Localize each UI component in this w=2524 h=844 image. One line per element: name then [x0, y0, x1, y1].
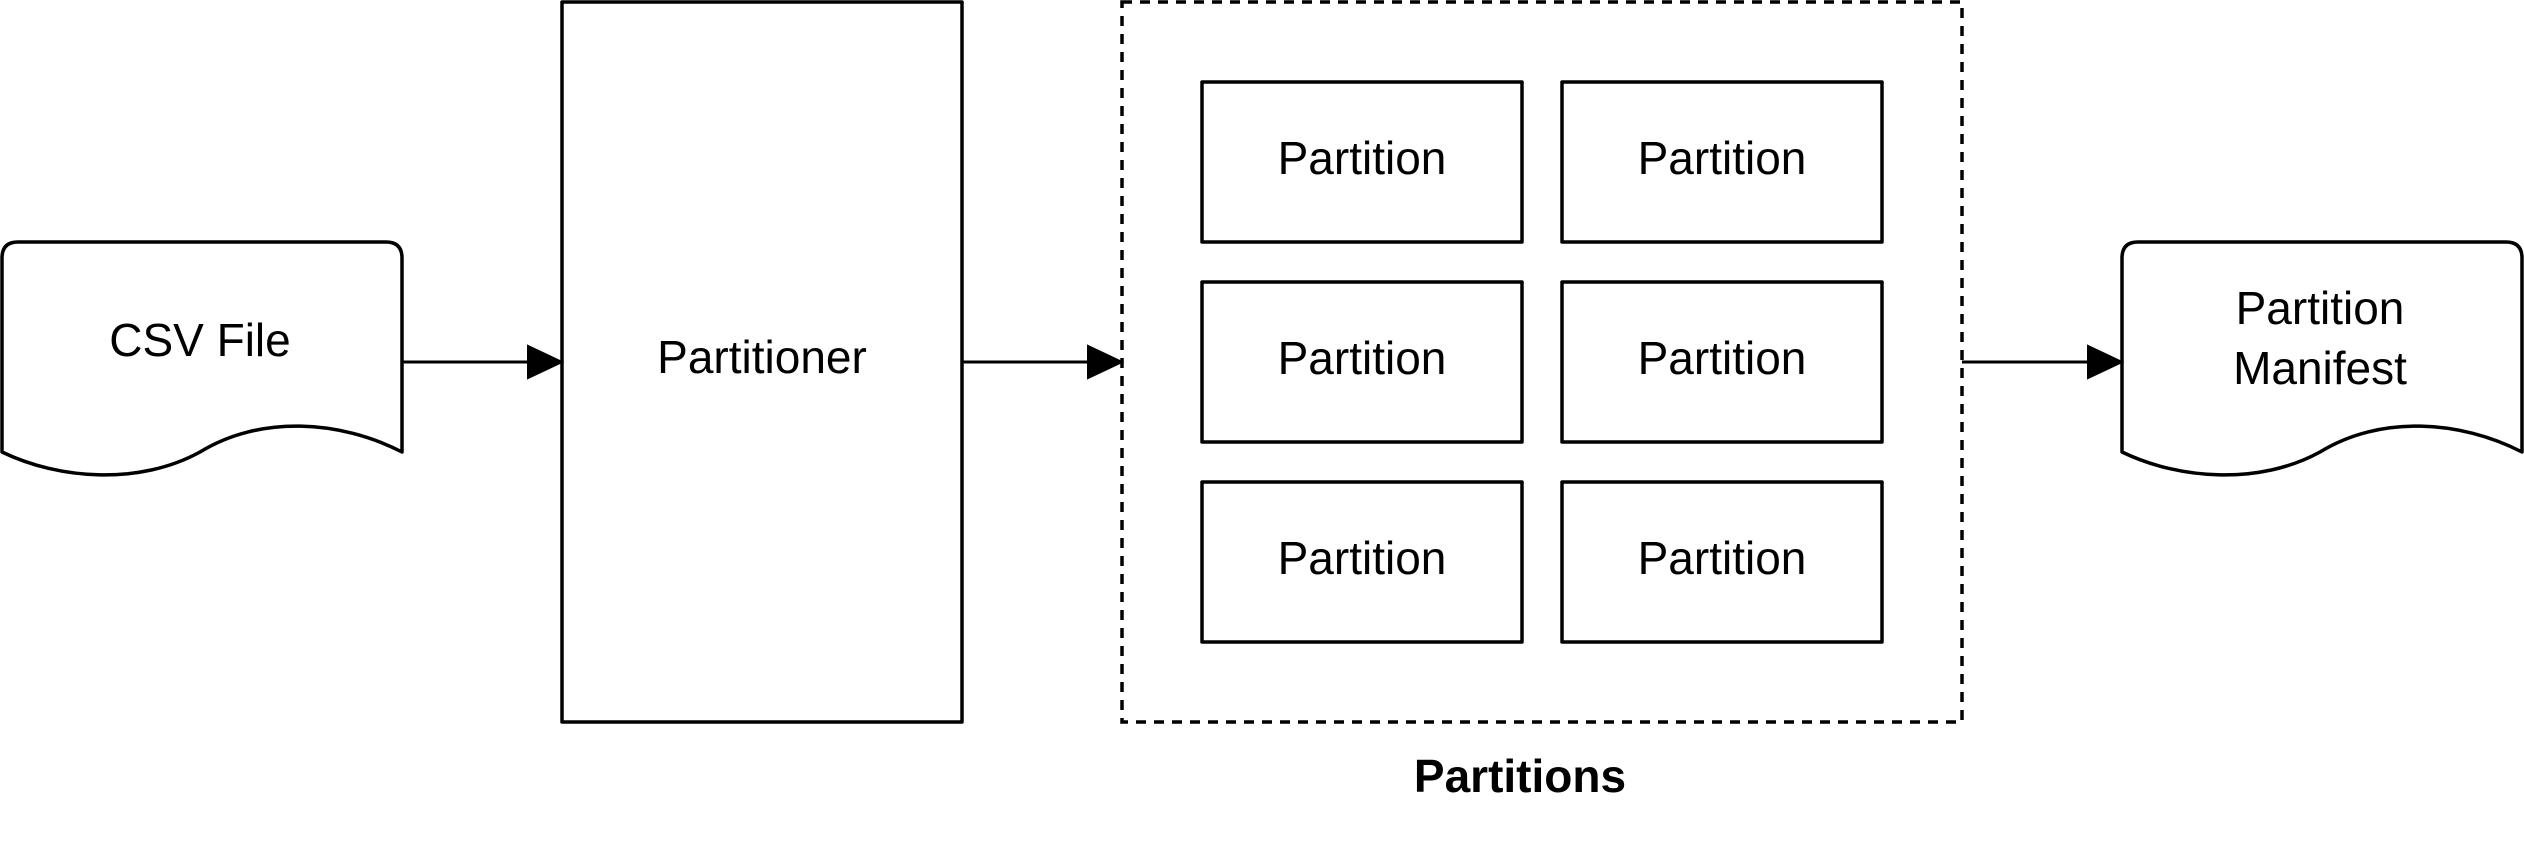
partition-manifest-node: Partition Manifest	[2120, 240, 2524, 477]
edge-csv-to-partitioner	[402, 344, 565, 380]
partition-cell: Partition	[1200, 480, 1524, 644]
partitioner-label: Partitioner	[657, 331, 867, 383]
partition-cell-label: Partition	[1638, 132, 1807, 184]
partition-cell-label: Partition	[1278, 532, 1447, 584]
partitioner-box	[560, 0, 964, 724]
partition-cell-label: Partition	[1638, 332, 1807, 384]
partition-manifest-shape	[2120, 240, 2524, 477]
partitioner-node: Partitioner	[560, 0, 964, 724]
partition-cell: Partition	[1560, 80, 1884, 244]
csv-file-label: CSV File	[109, 314, 290, 366]
partition-cell-label: Partition	[1278, 132, 1447, 184]
edge-partitioner-to-partitions	[962, 344, 1125, 380]
partitions-group-label: Partitions	[1414, 750, 1626, 802]
edge-partitions-to-manifest	[1962, 344, 2125, 380]
csv-file-shape	[0, 240, 404, 477]
partition-cell-label: Partition	[1638, 532, 1807, 584]
partition-cell: Partition	[1200, 80, 1524, 244]
arrowhead-icon	[527, 344, 565, 380]
partitions-group: Partition Partition Partition Partition …	[1120, 0, 1964, 802]
partition-cell-label: Partition	[1278, 332, 1447, 384]
partition-cell: Partition	[1560, 280, 1884, 444]
csv-file-node: CSV File	[0, 240, 404, 477]
arrowhead-icon	[1087, 344, 1125, 380]
partition-cell: Partition	[1560, 480, 1884, 644]
partition-cell: Partition	[1200, 280, 1524, 444]
arrowhead-icon	[2087, 344, 2125, 380]
partition-manifest-label-line1: Partition	[2236, 282, 2405, 334]
partition-manifest-label-line2: Manifest	[2233, 342, 2407, 394]
